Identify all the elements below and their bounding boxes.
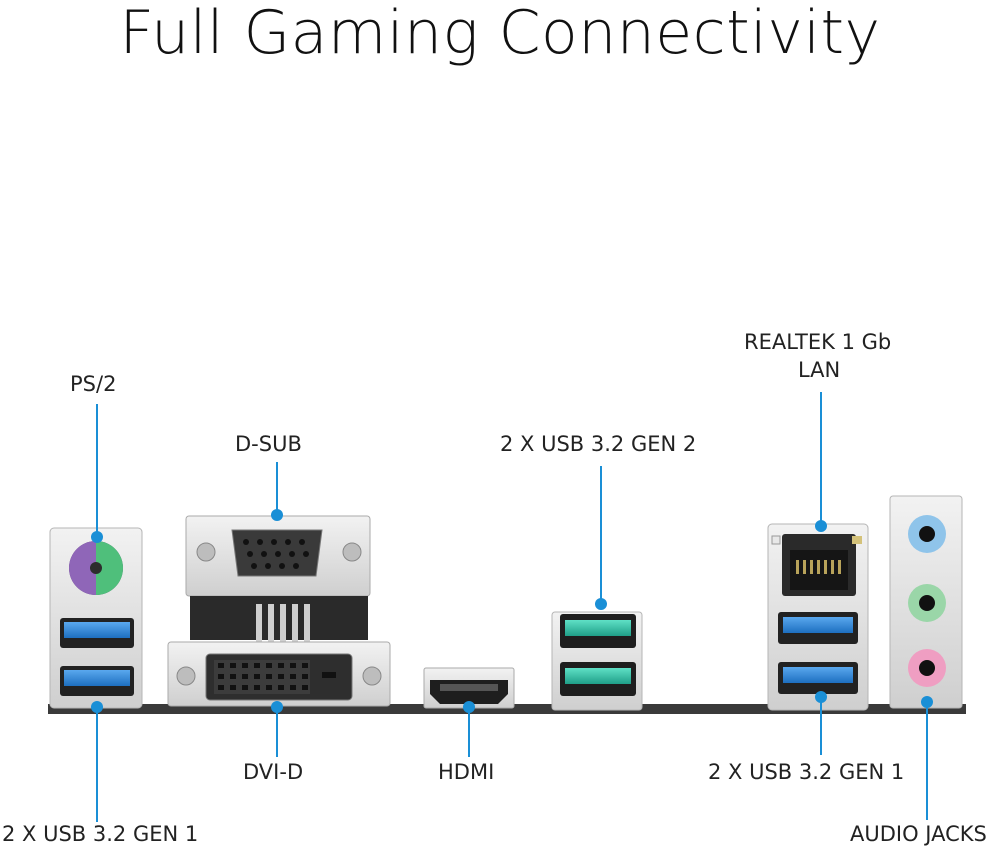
callout-dot-ps2 <box>91 531 103 543</box>
callout-line-usb-gen2 <box>600 466 602 602</box>
callout-line-lan <box>820 392 822 524</box>
board-edge <box>48 704 966 714</box>
label-lan-line1: REALTEK 1 Gb <box>744 330 892 354</box>
ps2-usb-stack <box>49 527 143 709</box>
dsub-port <box>185 515 371 642</box>
callout-line-ps2 <box>96 404 98 536</box>
label-lan-line2: LAN <box>798 358 841 382</box>
audio-jacks-stack <box>889 495 963 709</box>
label-audio: AUDIO JACKS <box>850 822 987 846</box>
callout-line-dvid <box>276 707 278 757</box>
page-title: Full Gaming Connectivity <box>119 0 881 68</box>
callout-dot-usb-gen2 <box>595 598 607 610</box>
lan-usb-stack <box>767 523 869 711</box>
callout-dot-lan <box>815 520 827 532</box>
label-usb-right: 2 X USB 3.2 GEN 1 <box>708 760 905 784</box>
callout-dot-audio <box>921 696 933 708</box>
callout-dot-usb-left <box>91 701 103 713</box>
hdmi-port <box>423 667 515 709</box>
label-usb-gen2: 2 X USB 3.2 GEN 2 <box>500 432 697 456</box>
label-dsub: D-SUB <box>235 432 302 456</box>
dvid-port <box>167 641 391 707</box>
callout-line-dsub <box>276 462 278 514</box>
callout-line-usb-right <box>820 697 822 755</box>
callout-line-audio <box>926 702 928 820</box>
usb-gen2-stack <box>551 611 643 711</box>
callout-line-hdmi <box>468 707 470 757</box>
callout-dot-dvid <box>271 701 283 713</box>
label-ps2: PS/2 <box>70 372 117 396</box>
callout-dot-hdmi <box>463 701 475 713</box>
callout-line-usb-left <box>96 707 98 822</box>
callout-dot-usb-right <box>815 691 827 703</box>
callout-dot-dsub <box>271 509 283 521</box>
label-usb-left: 2 X USB 3.2 GEN 1 <box>2 822 199 846</box>
label-hdmi: HDMI <box>438 760 495 784</box>
label-dvid: DVI-D <box>243 760 304 784</box>
